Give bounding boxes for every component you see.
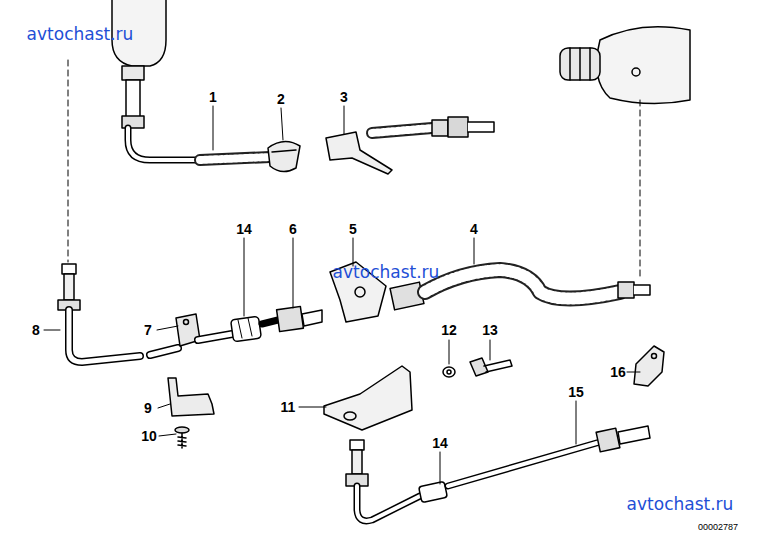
callout-number: 6 [289, 222, 297, 236]
watermark: avtochast.ru [333, 264, 440, 281]
callout-number: 11 [281, 400, 296, 414]
watermark: avtochast.ru [627, 496, 734, 513]
callout-number: 10 [141, 429, 157, 443]
callout-number: 16 [610, 365, 626, 379]
callout-number: 5 [349, 222, 357, 236]
callout-number: 3 [340, 90, 348, 104]
callout-number: 8 [32, 323, 40, 337]
callout-number: 14 [236, 222, 252, 236]
watermark: avtochast.ru [27, 26, 134, 43]
callout-number: 15 [568, 385, 584, 399]
callout-number: 14 [432, 436, 448, 450]
callout-number: 4 [470, 222, 478, 236]
callout-number: 9 [144, 401, 152, 415]
callout-number: 12 [441, 323, 457, 337]
drawing-number: 00002787 [698, 523, 738, 532]
callout-number: 1 [209, 90, 217, 104]
callout-number: 13 [482, 323, 498, 337]
callout-number: 2 [277, 92, 285, 106]
callout-number: 7 [144, 323, 152, 337]
